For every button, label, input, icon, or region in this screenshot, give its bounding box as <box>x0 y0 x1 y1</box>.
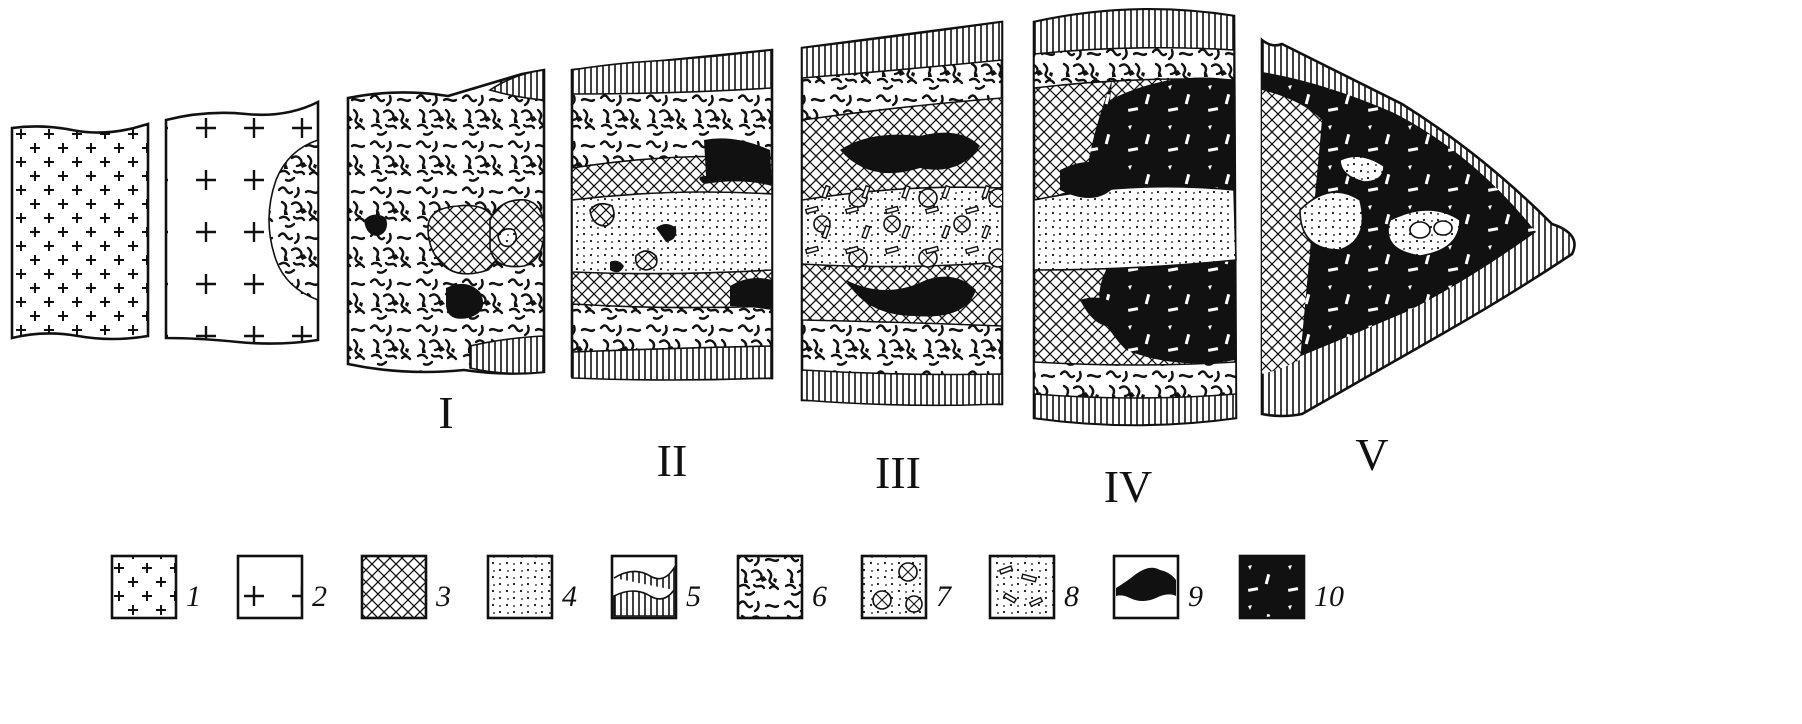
legend-swatch-6 <box>738 556 802 618</box>
legend-number-3: 3 <box>435 580 451 613</box>
legend-swatch-1 <box>112 556 176 618</box>
legend-item-7: 7 <box>862 556 953 618</box>
stage-label-IV: IV <box>1104 461 1153 512</box>
legend-number-10: 10 <box>1314 580 1344 613</box>
legend-number-6: 6 <box>812 580 827 613</box>
legend-swatch-4 <box>488 556 552 618</box>
legend-item-4: 4 <box>488 556 577 618</box>
block-sparse-crosses <box>166 102 318 344</box>
block-stage-IV <box>1034 9 1236 425</box>
legend-swatch-10 <box>1240 556 1304 618</box>
block-stage-V <box>1262 40 1575 416</box>
legend-item-3: 3 <box>362 556 451 618</box>
stage-label-III: III <box>875 447 921 498</box>
legend-number-4: 4 <box>562 580 577 613</box>
legend-item-1: 1 <box>112 556 201 618</box>
legend-number-1: 1 <box>186 580 201 613</box>
stage-label-II: II <box>657 435 688 486</box>
legend-item-9: 9 <box>1114 556 1203 618</box>
legend-swatch-2 <box>238 556 302 618</box>
block-stage-III <box>802 22 1002 405</box>
block-stage-I <box>348 70 544 374</box>
legend-swatch-8 <box>990 556 1054 618</box>
legend-number-8: 8 <box>1064 580 1079 613</box>
legend-item-8: 8 <box>990 556 1079 618</box>
legend-number-9: 9 <box>1188 580 1203 613</box>
legend-number-2: 2 <box>312 580 327 613</box>
legend: 1 2 3 4 5 6 7 <box>112 556 1344 618</box>
legend-item-5: 5 <box>612 556 701 618</box>
block-stage-II <box>572 50 772 380</box>
legend-item-6: 6 <box>738 556 827 618</box>
legend-number-5: 5 <box>686 580 701 613</box>
legend-item-10: 10 <box>1240 556 1344 618</box>
stage-label-V: V <box>1355 429 1388 480</box>
legend-item-2: 2 <box>238 556 327 618</box>
legend-swatch-3 <box>362 556 426 618</box>
block-dense-crosses <box>12 124 148 339</box>
legend-number-7: 7 <box>936 580 953 613</box>
stage-label-I: I <box>438 387 453 438</box>
